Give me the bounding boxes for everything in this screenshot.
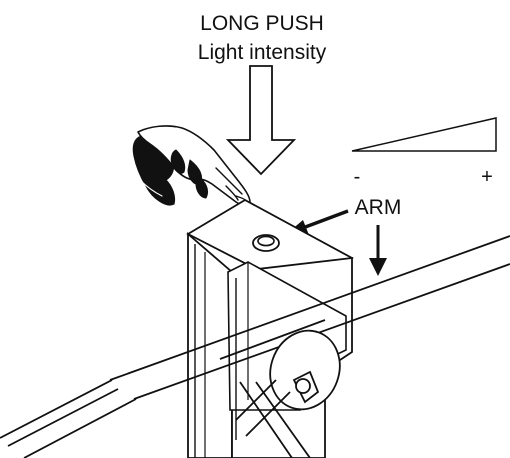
pointing-hand-icon xyxy=(132,125,251,207)
intensity-wedge-icon xyxy=(351,117,497,152)
instruction-line-1: LONG PUSH xyxy=(200,12,324,35)
post-struts xyxy=(235,379,311,458)
push-arrow-icon xyxy=(225,65,297,176)
barrier-arm xyxy=(0,235,510,458)
instruction-line-2: Light intensity xyxy=(198,41,327,64)
push-button[interactable] xyxy=(252,234,280,252)
intensity-max-label: + xyxy=(481,166,493,188)
intensity-min-label: - xyxy=(354,166,361,188)
post-front-face xyxy=(187,232,233,458)
arm-mount-hinge xyxy=(269,329,341,411)
arm-arrow-icon xyxy=(369,225,387,276)
arm-label: ARM xyxy=(355,196,402,219)
